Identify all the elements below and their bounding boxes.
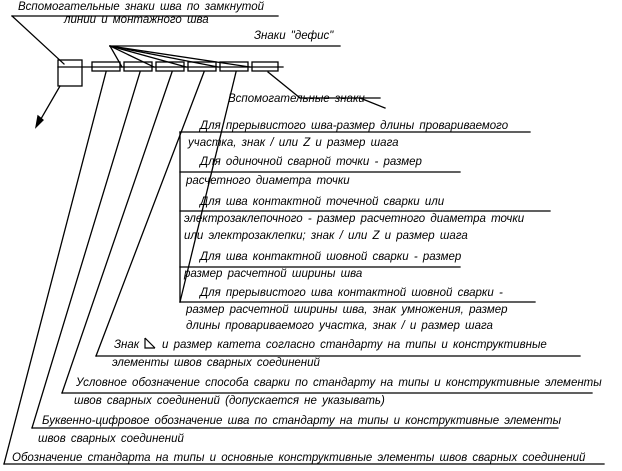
intermittent-label-2: участка, знак / или Z и размер шага [188,137,399,149]
alnum-label-1: Буквенно-цифровое обозначение шва по ста… [42,415,562,427]
alnum-label-2: швов сварных соединений [38,433,184,445]
single-spot-label-1: Для одиночной сварной точки - размер [200,156,422,168]
standard-label: Обозначение стандарта на типы и основные… [12,452,586,464]
intermittent-contact-label-2: размер расчетной ширины шва, знак умноже… [186,304,508,316]
contact-spot-label-2: электрозаклепочного - размер расчетного … [184,213,525,225]
leg-sign-label-2: и размер катета согласно стандарту на ти… [162,339,547,351]
defis-label: Знаки "дефис" [254,30,334,42]
fillet-leg-icon [144,337,156,349]
contact-spot-label-3: или электрозаклепки; знак / или Z и разм… [184,230,468,242]
intermittent-contact-label-3: длины провариваемого участка, знак / и р… [186,320,493,332]
leg-sign-label-3: элементы швов сварных соединений [112,357,320,369]
field-box-1 [91,61,121,72]
contact-spot-label-1: Для шва контактной точечной сварки или [200,196,445,208]
aux-signs-label: Вспомогательные знаки [228,93,365,105]
contact-seam-label-1: Для шва контактной шовной сварки - разме… [200,251,462,263]
closed-seam-square [57,59,83,87]
aux-closed-label-1: Вспомогательные знаки шва по замкнутой [18,1,265,13]
arrow-head [34,114,44,129]
field-box-6 [251,61,279,72]
single-spot-label-2: расчетного диаметра точки [186,175,350,187]
leg-sign-label-1: Знак [114,339,140,351]
method-label-1: Условное обозначение способа сварки по с… [76,377,602,389]
method-label-2: швов сварных соединений (допускается не … [74,395,385,407]
contact-seam-label-2: размер расчетной ширины шва [184,268,363,280]
intermittent-contact-label-1: Для прерывистого шва контактной шовной с… [200,287,503,299]
intermittent-label-1: Для прерывистого шва-размер длины провар… [200,120,509,132]
aux-closed-label-2: линии и монтажного шва [64,14,209,26]
arrow-leader [37,85,61,125]
